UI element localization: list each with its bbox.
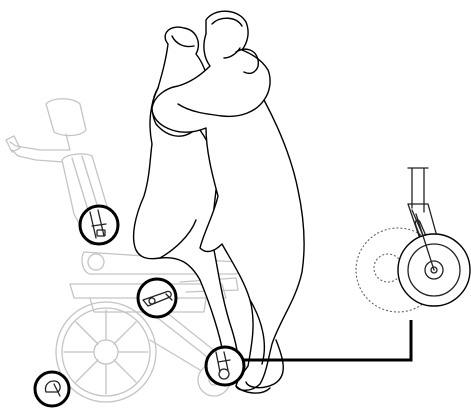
callout-backrest-release [80, 206, 118, 244]
callout-front-caster-lock [206, 347, 244, 385]
callout-rear-lock-knob [35, 372, 69, 406]
callout-ring [35, 372, 69, 406]
callout-armrest-lever [138, 279, 176, 317]
caster-detail-view [356, 168, 470, 312]
headrest-post [66, 134, 70, 150]
rear-wheel-spokes [64, 310, 148, 394]
headrest [46, 99, 86, 136]
caster-post [408, 168, 428, 212]
